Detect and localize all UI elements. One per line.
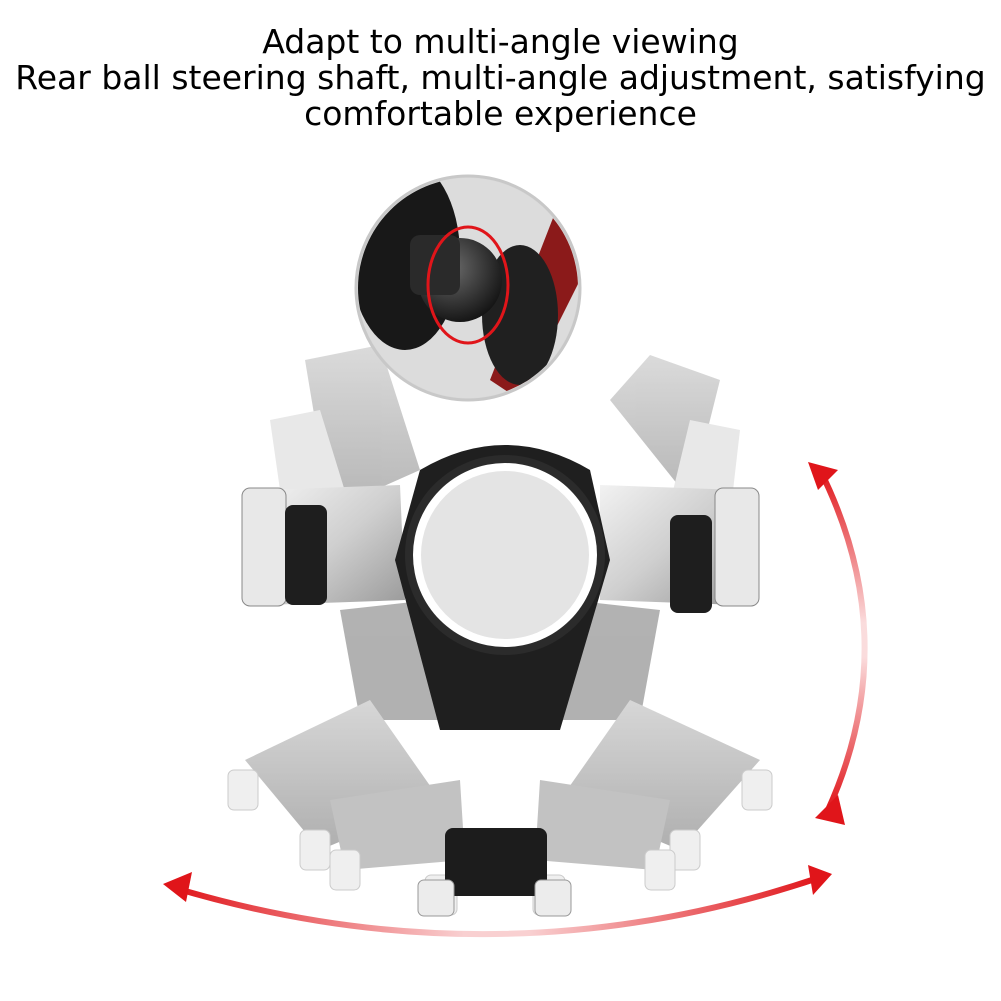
curved-arrow-horizontal-icon: [163, 865, 832, 938]
curved-arrow-vertical-icon: [808, 462, 868, 825]
holder-bottom-foot: [445, 828, 547, 896]
zoom-circle-icon: [354, 174, 582, 402]
holder-arms: [241, 485, 760, 613]
holder-center-body: [395, 445, 610, 730]
product-heading: Adapt to multi-angle viewing Rear ball s…: [0, 24, 1001, 132]
ghost-holder-lower: [227, 600, 773, 916]
heading-line-1: Adapt to multi-angle viewing: [262, 22, 739, 61]
heading-line-3: comfortable experience: [304, 94, 697, 133]
heading-line-2: Rear ball steering shaft, multi-angle ad…: [15, 58, 986, 97]
